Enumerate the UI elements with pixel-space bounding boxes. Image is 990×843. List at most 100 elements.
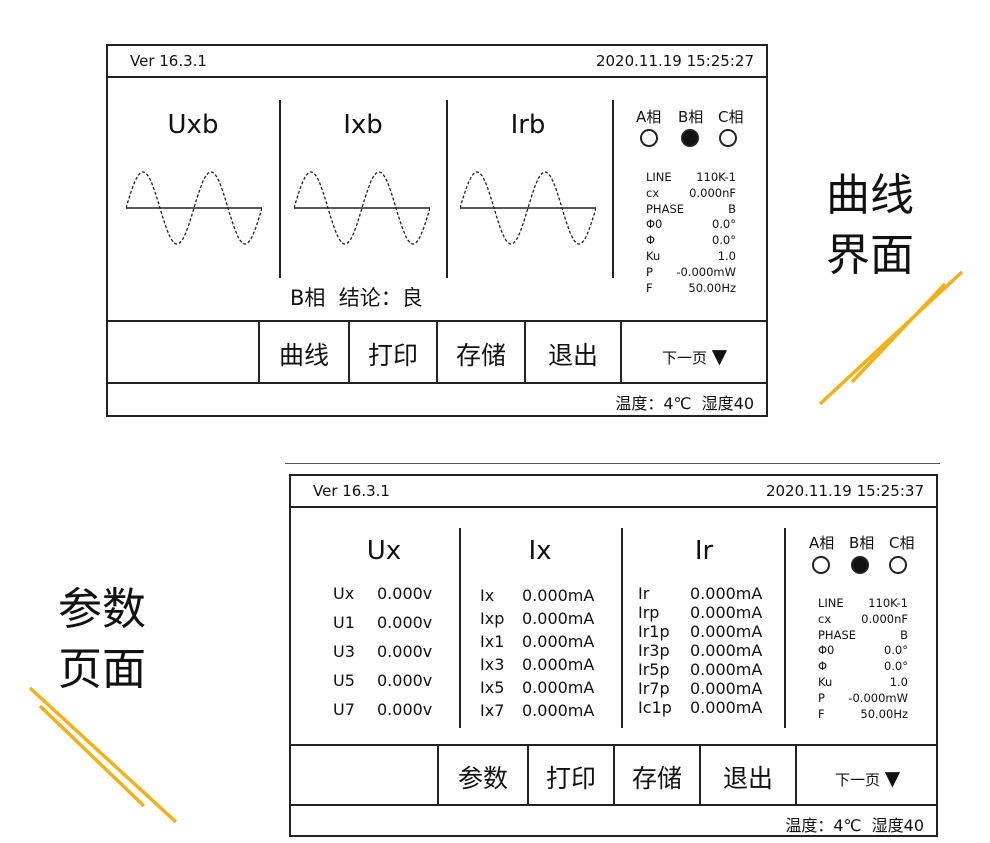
- exit-button[interactable]: 退出: [722, 764, 773, 793]
- save-button[interactable]: 存储: [455, 341, 506, 370]
- version-text: Ver 16.3.1: [313, 482, 390, 500]
- param-value: 0.000v: [377, 584, 433, 603]
- param-page-label: 参数 页面: [58, 580, 146, 700]
- version-text: Ver 16.3.1: [130, 52, 207, 70]
- info-key: F: [818, 706, 825, 721]
- phase-radio-a[interactable]: [812, 556, 830, 574]
- info-value: 110K-1: [696, 170, 736, 184]
- info-value: 0.000nF: [689, 185, 736, 200]
- button-divider: [699, 744, 701, 804]
- phase-radio-b[interactable]: [851, 556, 869, 574]
- info-value: 0.0°: [711, 233, 736, 248]
- phase-label-b: B相: [849, 534, 875, 552]
- param-key: Ix5: [480, 678, 505, 697]
- next-page-button[interactable]: 下一页 ▼: [835, 766, 900, 790]
- curve-label-line1: 曲线: [826, 170, 914, 221]
- print-button[interactable]: 打印: [545, 764, 596, 793]
- param-key: Ix1: [480, 632, 505, 651]
- next-page-button[interactable]: 下一页 ▼: [662, 344, 727, 368]
- info-key: LINE: [818, 596, 844, 610]
- info-value: -0.000mW: [676, 264, 736, 279]
- panel-title-ixb: Ixb: [343, 110, 383, 140]
- phase-label-a: A相: [636, 108, 662, 126]
- phase-radio-c[interactable]: [719, 129, 737, 147]
- next-page-label: 下一页: [662, 349, 708, 367]
- info-value: 0.0°: [711, 217, 736, 232]
- button-divider: [527, 744, 529, 804]
- phase-radio-a[interactable]: [640, 129, 658, 147]
- param-row: Ix5 0.000mA: [480, 676, 594, 700]
- column-divider: [784, 528, 786, 728]
- triangle-down-icon: ▼: [884, 766, 901, 790]
- curve-button[interactable]: 曲线: [278, 341, 329, 370]
- info-value: 0.0°: [883, 643, 908, 658]
- param-screen: Ver 16.3.1 2020.11.19 15:25:37 Ux Ix Ir …: [289, 474, 938, 837]
- info-value: B: [900, 627, 908, 642]
- button-divider: [436, 320, 438, 382]
- waveform-irb: [460, 171, 596, 245]
- info-row: cx 0.000nF: [646, 186, 736, 202]
- next-page-label: 下一页: [835, 771, 881, 789]
- accent-stroke: [38, 704, 146, 808]
- phase-label-b: B相: [678, 108, 704, 126]
- param-header: Ver 16.3.1 2020.11.19 15:25:37: [291, 476, 936, 508]
- info-key: F: [646, 280, 653, 295]
- info-value: 50.00Hz: [688, 280, 736, 295]
- param-button[interactable]: 参数: [457, 764, 508, 793]
- param-key: Ix: [480, 586, 495, 605]
- info-row: PHASE B: [646, 202, 736, 218]
- exit-button[interactable]: 退出: [547, 341, 598, 370]
- phase-radio-b[interactable]: [681, 129, 699, 147]
- info-key: cx: [818, 611, 832, 626]
- column-divider: [459, 528, 461, 728]
- info-key: Φ0: [646, 217, 663, 232]
- info-key: cx: [646, 185, 660, 200]
- status-bar-top: [291, 804, 936, 806]
- param-value: 0.000mA: [690, 660, 763, 679]
- param-key: Ic1p: [638, 698, 672, 717]
- phase-radio-c[interactable]: [889, 556, 907, 574]
- info-row: P-0.000mW: [818, 691, 908, 707]
- info-value: 0.000nF: [861, 611, 908, 626]
- param-value: 0.000mA: [522, 678, 595, 697]
- print-button[interactable]: 打印: [367, 341, 418, 370]
- param-key: U5: [333, 671, 355, 690]
- info-value: B: [728, 201, 736, 216]
- info-key: Φ: [818, 659, 828, 674]
- info-key: PHASE: [646, 201, 685, 216]
- save-button[interactable]: 存储: [631, 764, 682, 793]
- param-value: 0.000mA: [522, 609, 595, 628]
- column-divider: [621, 528, 623, 728]
- button-divider: [795, 744, 797, 804]
- param-label-line2: 页面: [58, 644, 146, 695]
- param-value: 0.000mA: [690, 641, 763, 660]
- status-text: 温度：4℃ 湿度40: [785, 816, 924, 835]
- button-divider: [524, 320, 526, 382]
- info-row: Φ0 0.0°: [646, 217, 736, 233]
- separator-line: [285, 463, 940, 464]
- param-value: 0.000mA: [690, 679, 763, 698]
- param-key: Ix3: [480, 655, 505, 674]
- param-key: Ix7: [480, 701, 505, 720]
- info-row: F 50.00Hz: [646, 281, 736, 297]
- param-key: Ir: [638, 584, 650, 603]
